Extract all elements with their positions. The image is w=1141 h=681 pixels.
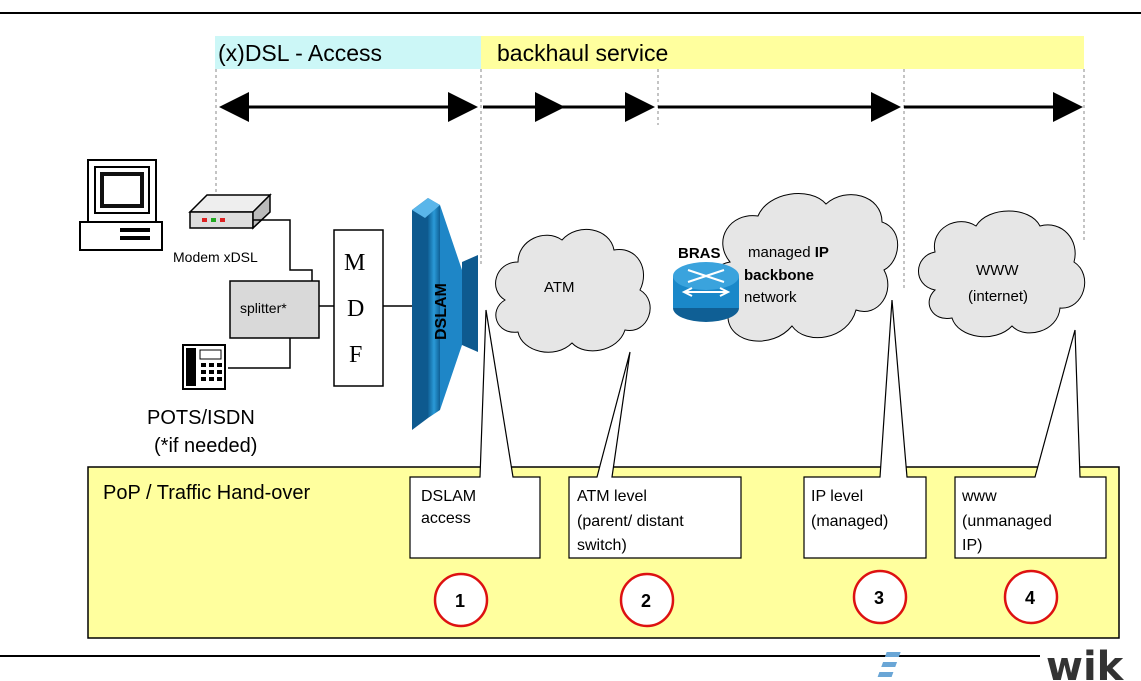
callout-2-line3: switch) xyxy=(577,537,627,554)
callout-4-line3: IP) xyxy=(962,537,982,554)
modem-icon xyxy=(188,193,272,230)
dslam-icon xyxy=(412,198,478,430)
access-bar xyxy=(215,36,481,69)
svg-text:managed IP: managed IP xyxy=(748,244,829,261)
number-2: 2 xyxy=(641,591,651,611)
www-cloud-line1: WWW xyxy=(976,262,1019,279)
managed-ip-line1-bold: IP xyxy=(815,244,829,261)
access-label: (x)DSL - Access xyxy=(218,40,382,66)
backhaul-bar xyxy=(481,36,1084,69)
www-cloud xyxy=(918,210,1086,338)
callout-1-line1: DSLAM xyxy=(421,488,476,505)
mdf-box xyxy=(333,229,384,387)
wik-logo: wik xyxy=(1046,644,1125,681)
callout-2-line2: (parent/ distant xyxy=(577,513,684,530)
dslam-label: DSLAM xyxy=(433,283,450,340)
backhaul-label: backhaul service xyxy=(497,40,668,66)
callout-4 xyxy=(954,329,1107,559)
www-cloud-line2: (internet) xyxy=(968,288,1028,305)
callout-3-line1: IP level xyxy=(811,488,863,505)
mdf-letter-f: F xyxy=(349,342,362,368)
number-4: 4 xyxy=(1025,588,1035,608)
mdf-letter-d: D xyxy=(347,296,364,322)
callout-2 xyxy=(568,351,742,559)
callout-1 xyxy=(409,309,541,559)
phone-icon xyxy=(182,344,226,390)
callout-1-line2: access xyxy=(421,510,471,527)
managed-ip-line2: backbone xyxy=(744,267,814,284)
number-circles xyxy=(433,569,1059,628)
number-3: 3 xyxy=(874,588,884,608)
atm-cloud-label: ATM xyxy=(544,279,575,296)
wiring xyxy=(228,219,412,369)
wik-logo-mark xyxy=(877,652,901,677)
pots-label: POTS/ISDN xyxy=(147,407,255,429)
pop-title: PoP / Traffic Hand-over xyxy=(103,482,310,504)
atm-cloud xyxy=(495,229,651,353)
router-icon xyxy=(673,262,739,322)
callout-4-line1: www xyxy=(961,488,997,505)
mdf-letter-m: M xyxy=(344,250,365,276)
number-1: 1 xyxy=(455,591,465,611)
splitter-box xyxy=(229,280,320,339)
callout-2-line1: ATM level xyxy=(577,488,647,505)
managed-ip-line3: network xyxy=(744,289,797,306)
splitter-label: splitter* xyxy=(240,300,287,316)
modem-label: Modem xDSL xyxy=(173,249,258,265)
callout-3-line2: (managed) xyxy=(811,513,888,530)
callout-4-line2: (unmanaged xyxy=(962,513,1052,530)
callout-3 xyxy=(803,299,927,559)
computer-icon xyxy=(79,159,163,251)
bras-label: BRAS xyxy=(678,245,721,262)
managed-ip-line1-prefix: managed xyxy=(748,244,815,261)
pots-note: (*if needed) xyxy=(154,435,257,457)
